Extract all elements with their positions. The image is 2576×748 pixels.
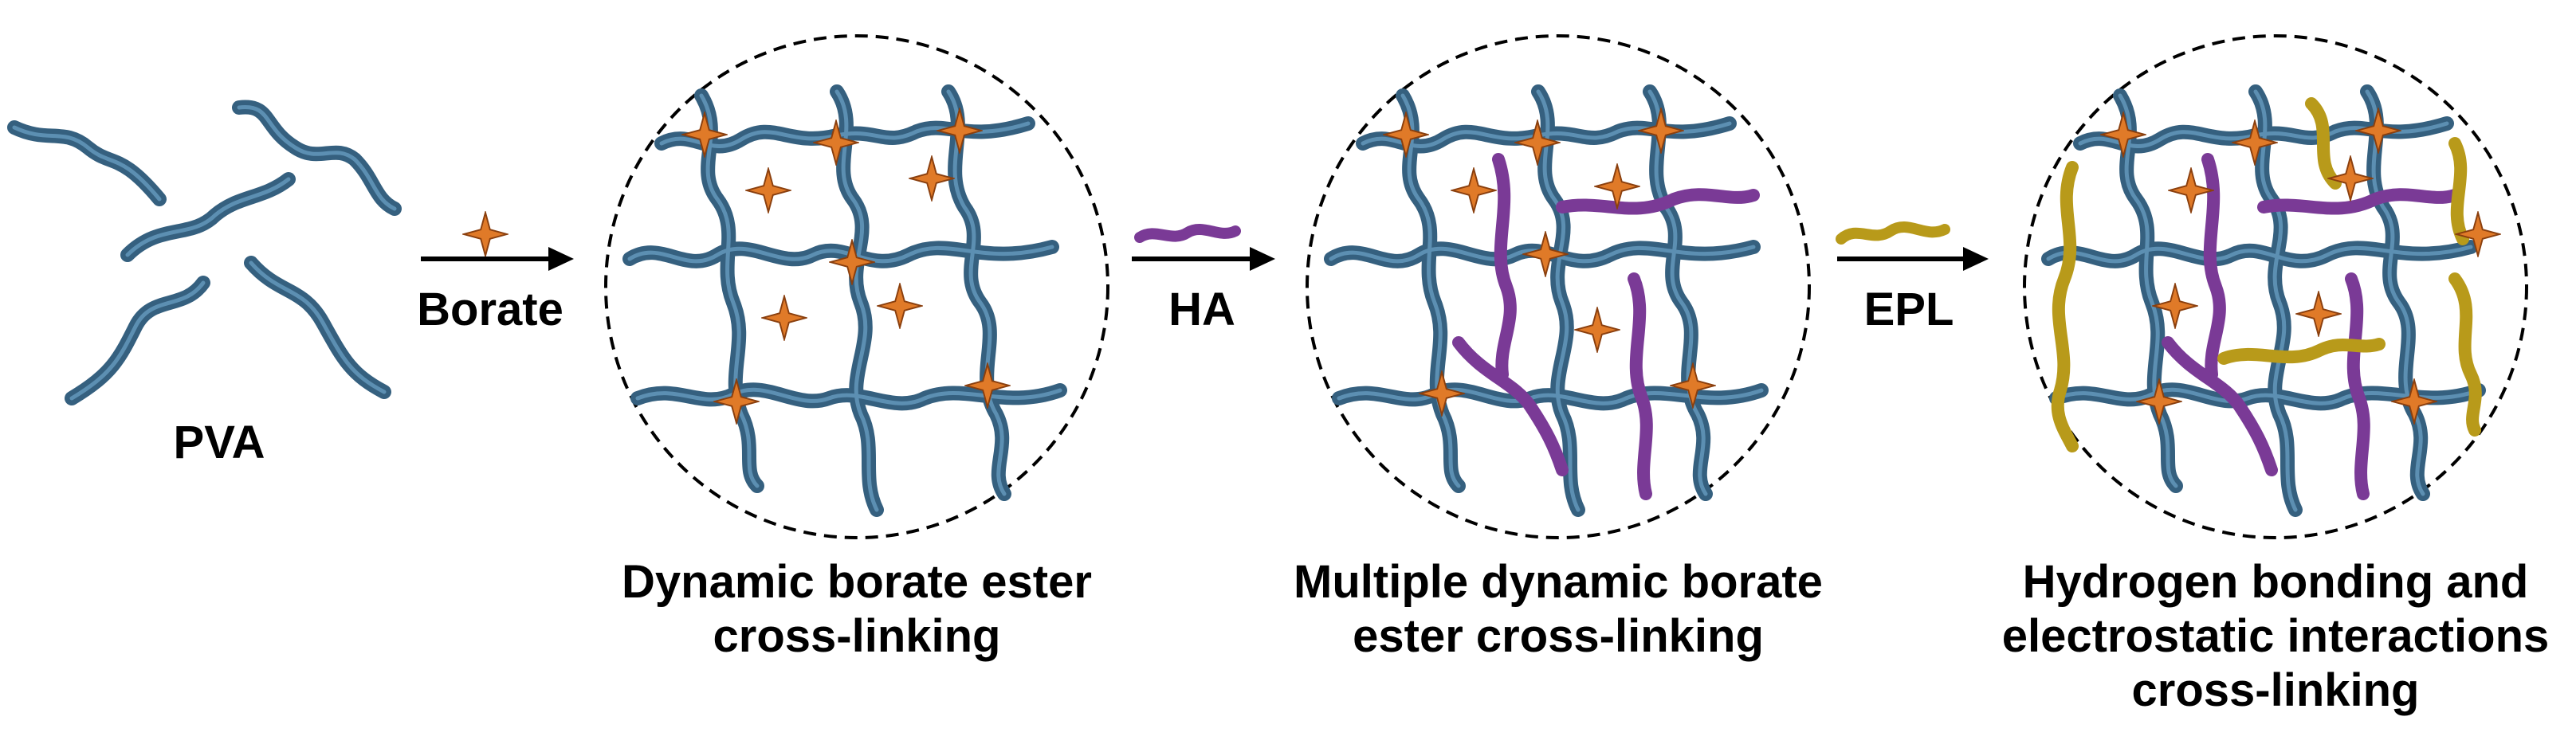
epl-chain-icon [1836,221,1950,245]
dashed-circle-icon [2023,34,2528,539]
borate-star-icon [761,295,807,341]
pva-network [622,84,1067,517]
borate-star-icon [2327,155,2374,202]
pva-chain-icon [120,172,296,262]
borate-star-icon [1574,307,1620,353]
borate-label: Borate [417,284,564,335]
ha-chains [1452,153,1760,500]
dashed-circle-icon [1306,34,1811,539]
stage3-caption-line3: cross-linking [2132,664,2420,716]
borate-star-icon [2355,108,2401,154]
borate-star-icon [462,211,509,257]
borate-star-icon [937,108,983,154]
borate-star-icon [909,155,955,202]
ha-label: HA [1168,284,1235,335]
stage2-caption-line2: ester cross-linking [1353,610,1764,662]
pva-chain-icon [244,256,391,399]
network-stage-1: Dynamic borate ester cross-linking [604,34,1109,662]
epl-arrow: EPL [1836,221,1989,335]
borate-star-icon [2295,291,2342,337]
borate-star-icon [1419,370,1465,417]
stage2-caption-line1: Multiple dynamic borate [1294,556,1823,608]
pva-label: PVA [174,417,265,468]
borate-arrow: Borate [417,211,574,335]
pva-chains [7,100,402,405]
epl-chains [2051,97,2482,452]
ha-chain-icon [1134,224,1241,243]
pva-chain-icon [65,276,210,405]
borate-star-icon [1451,167,1497,213]
borate-star-icon [745,167,791,213]
dashed-circle-icon [604,34,1109,539]
stage3-caption-line1: Hydrogen bonding and [2023,556,2529,608]
borate-star-icon [877,283,923,329]
ha-chains [2162,153,2461,500]
stage1-caption-line1: Dynamic borate ester [622,556,1092,608]
borate-star-icon [1638,108,1684,154]
stage3-caption-line2: electrostatic interactions [2002,610,2550,662]
network-stage-3: Hydrogen bonding and electrostatic inter… [2002,34,2550,716]
epl-label: EPL [1864,284,1954,335]
stage1-caption-line2: cross-linking [713,610,1001,662]
pva-chain-icon [7,120,167,206]
network-stage-2: Multiple dynamic borate ester cross-link… [1294,34,1823,662]
pva-chain-icon [232,100,402,216]
ha-arrow: HA [1132,224,1275,335]
